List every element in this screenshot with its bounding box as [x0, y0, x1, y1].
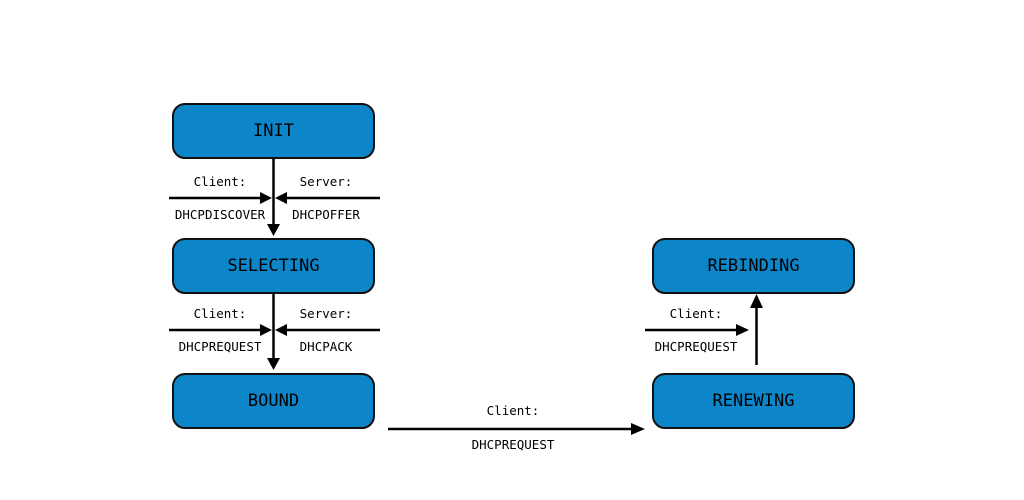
- state-init-label: INIT: [253, 121, 294, 141]
- sel-server-role: Server:: [300, 306, 353, 321]
- renew-client-msg: DHCPREQUEST: [655, 339, 738, 354]
- sel-client-role: Client:: [194, 306, 247, 321]
- bound-client-role: Client:: [487, 403, 540, 418]
- arrow-selecting-to-bound: [267, 293, 280, 370]
- arrow-offer-server: [275, 192, 380, 204]
- arrow-renew-request-client: [645, 324, 749, 336]
- state-renewing-box: [652, 373, 855, 429]
- arrow-request-client: [169, 324, 272, 336]
- state-rebinding[interactable]: REBINDING: [652, 238, 855, 294]
- bound-client-msg: DHCPREQUEST: [472, 437, 555, 452]
- state-bound-label: BOUND: [248, 391, 299, 411]
- state-renewing[interactable]: RENEWING: [652, 373, 855, 429]
- init-client-msg: DHCPDISCOVER: [175, 207, 266, 222]
- state-selecting-label: SELECTING: [227, 256, 319, 276]
- state-renewing-label: RENEWING: [713, 391, 795, 411]
- state-init[interactable]: INIT: [172, 103, 375, 159]
- init-client-role: Client:: [194, 174, 247, 189]
- state-selecting[interactable]: SELECTING: [172, 238, 375, 294]
- arrow-init-to-selecting: [267, 158, 280, 236]
- state-rebinding-box: [652, 238, 855, 294]
- arrow-bound-to-renewing: [388, 423, 645, 435]
- state-bound-box: [172, 373, 375, 429]
- sel-server-msg: DHCPACK: [300, 339, 353, 354]
- arrow-discover-client: [169, 192, 272, 204]
- renew-client-role: Client:: [670, 306, 723, 321]
- state-rebinding-label: REBINDING: [707, 256, 799, 276]
- init-server-msg: DHCPOFFER: [292, 207, 360, 222]
- state-bound[interactable]: BOUND: [172, 373, 375, 429]
- init-server-role: Server:: [300, 174, 353, 189]
- arrow-renewing-to-rebinding: [750, 294, 763, 365]
- arrow-ack-server: [275, 324, 380, 336]
- sel-client-msg: DHCPREQUEST: [179, 339, 262, 354]
